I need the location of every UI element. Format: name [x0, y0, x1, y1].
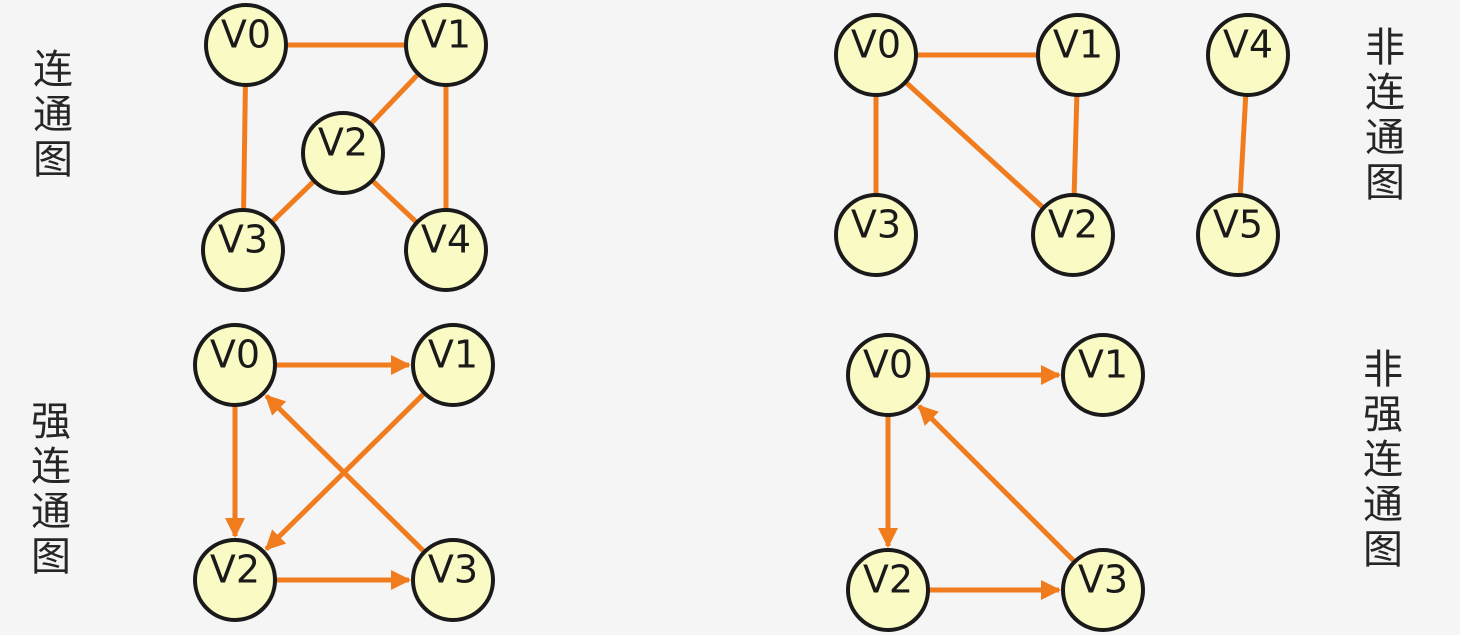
connected-node-v0: V0 [204, 3, 288, 87]
node-label: V0 [863, 343, 913, 387]
strongly-connected-node-v3: V3 [411, 538, 495, 622]
not-connected-node-v1: V1 [1036, 13, 1120, 97]
not-connected-node-v3: V3 [834, 193, 918, 277]
node-label: V3 [218, 218, 268, 262]
node-label: V1 [1078, 343, 1128, 387]
node-circle [411, 323, 495, 407]
not-strongly-connected-edge-v3-v0 [917, 404, 1077, 564]
strongly-connected-node-v1: V1 [411, 323, 495, 407]
node-label: V3 [1078, 558, 1128, 602]
connected-node-v1: V1 [404, 3, 488, 87]
not-connected-node-v5: V5 [1196, 193, 1280, 277]
node-circle [204, 3, 288, 87]
strongly-connected-node-v0: V0 [193, 323, 277, 407]
node-label: V1 [1053, 23, 1103, 67]
node-circle [1061, 548, 1145, 632]
connected-edge-v2-v4 [370, 178, 419, 225]
node-circle [1196, 193, 1280, 277]
label-not-strongly-connected: 非强连通图 [1363, 347, 1403, 573]
node-label: V0 [851, 23, 901, 67]
not-connected-node-v0: V0 [834, 13, 918, 97]
node-label: V3 [428, 548, 478, 592]
connected-node-v3: V3 [201, 208, 285, 292]
node-label: V5 [1213, 203, 1263, 247]
node-circle [846, 548, 930, 632]
not-strongly-connected-node-v2: V2 [846, 548, 930, 632]
node-circle [1036, 13, 1120, 97]
not-connected-node-v4: V4 [1206, 13, 1290, 97]
not-strongly-connected-node-v0: V0 [846, 333, 930, 417]
node-circle [411, 538, 495, 622]
node-circle [201, 208, 285, 292]
not-connected-edge-v1-v2 [1071, 94, 1080, 196]
node-circle [846, 333, 930, 417]
node-label: V1 [421, 13, 471, 57]
label-not-connected: 非连通图 [1365, 25, 1405, 206]
node-circle [1206, 13, 1290, 97]
node-circle [834, 13, 918, 97]
connected-edge-v0-v3 [241, 84, 248, 211]
node-label: V4 [1223, 23, 1273, 67]
node-label: V1 [428, 333, 478, 377]
node-circle [1061, 333, 1145, 417]
connected-node-v2: V2 [301, 111, 385, 195]
node-circle [193, 538, 277, 622]
connected-node-v4: V4 [404, 208, 488, 292]
strongly-connected-node-v2: V2 [193, 538, 277, 622]
node-label: V2 [1048, 203, 1098, 247]
node-circle [834, 193, 918, 277]
node-label: V3 [851, 203, 901, 247]
node-label: V2 [318, 121, 368, 165]
label-strongly-connected: 强连通图 [31, 399, 71, 580]
not-strongly-connected-node-v3: V3 [1061, 548, 1145, 632]
not-strongly-connected-node-v1: V1 [1061, 333, 1145, 417]
node-circle [404, 3, 488, 87]
label-connected: 连通图 [33, 47, 73, 183]
node-label: V0 [210, 333, 260, 377]
node-label: V2 [863, 558, 913, 602]
not-connected-edge-v4-v5 [1237, 94, 1249, 196]
node-circle [193, 323, 277, 407]
connected-edge-v2-v3 [269, 179, 317, 224]
node-circle [404, 208, 488, 292]
node-label: V2 [210, 548, 260, 592]
node-circle [1031, 193, 1115, 277]
node-label: V4 [421, 218, 471, 262]
node-label: V0 [221, 13, 271, 57]
connected-edge-v1-v2 [368, 72, 421, 126]
not-connected-node-v2: V2 [1031, 193, 1115, 277]
strongly-connected-edge-v3-v0 [264, 394, 427, 554]
node-circle [301, 111, 385, 195]
not-connected-edge-v0-v2 [903, 80, 1046, 210]
